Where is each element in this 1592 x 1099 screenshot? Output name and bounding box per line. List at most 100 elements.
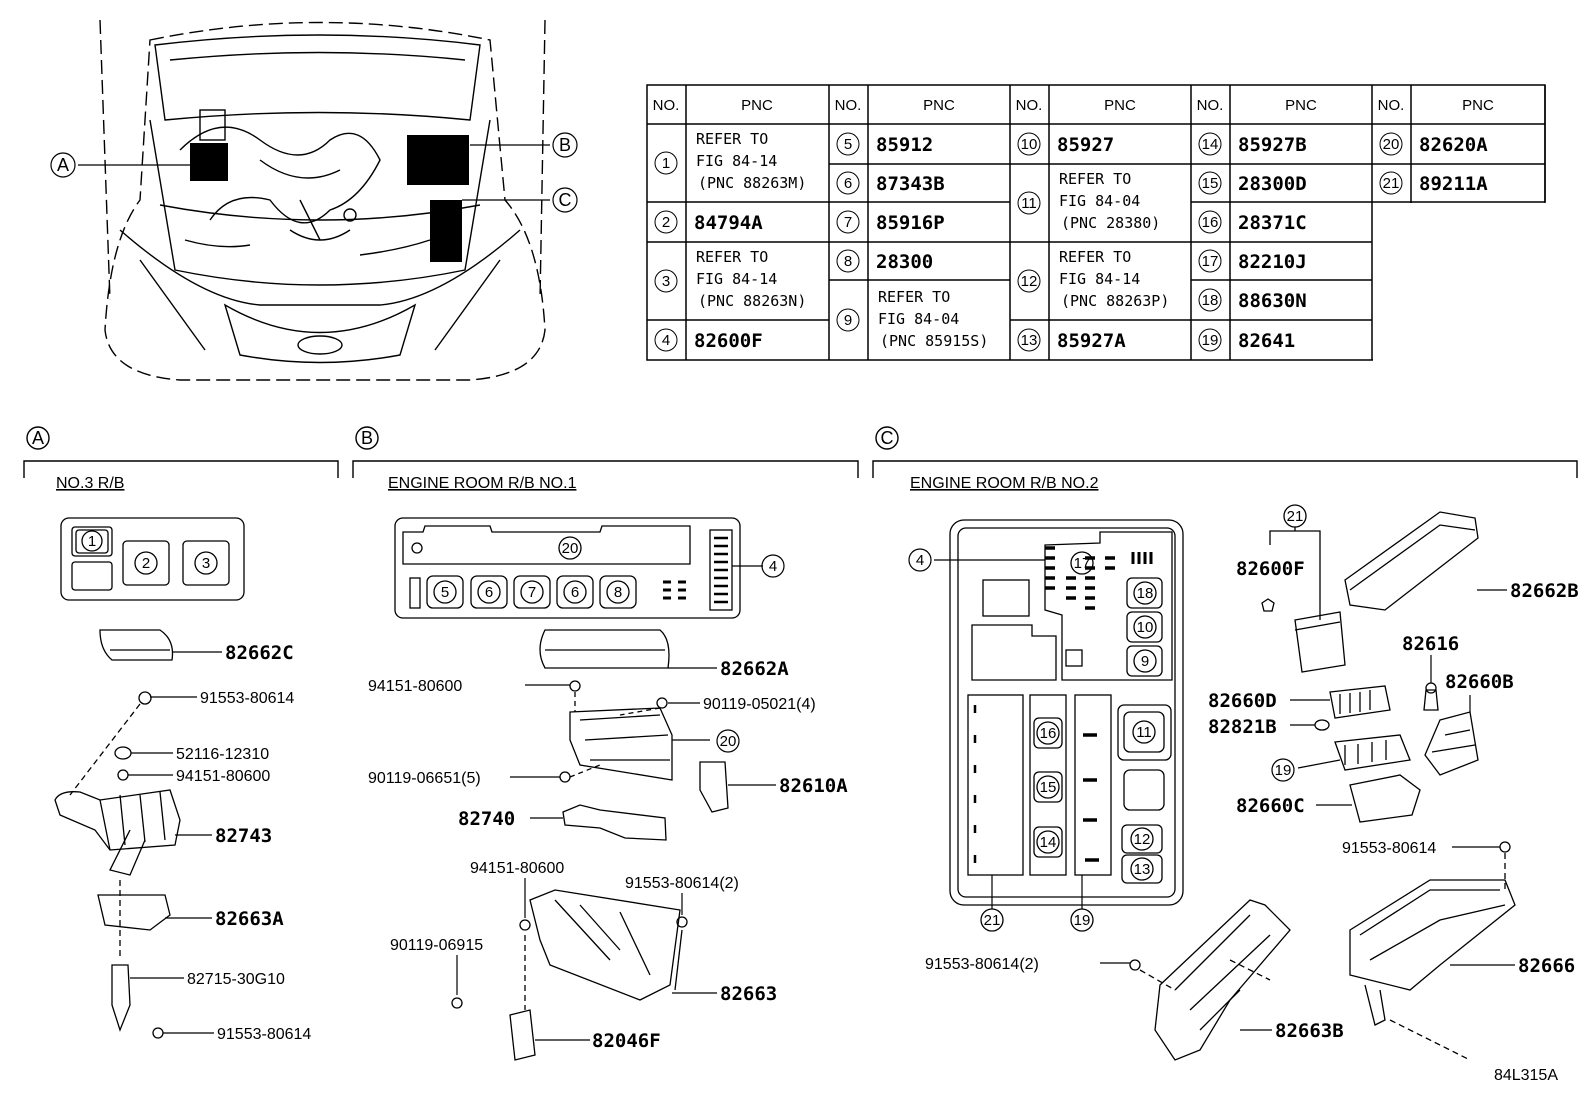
table-row: 5 85912 bbox=[836, 132, 933, 156]
svg-text:15: 15 bbox=[1202, 175, 1219, 192]
svg-text:NO.: NO. bbox=[1197, 97, 1224, 114]
svg-text:20: 20 bbox=[1383, 136, 1400, 153]
svg-text:11: 11 bbox=[1021, 195, 1037, 212]
svg-text:89211A: 89211A bbox=[1419, 173, 1488, 195]
table-row: 7 85916P bbox=[836, 210, 945, 234]
part-label: 94151-80600 bbox=[470, 860, 564, 877]
svg-text:28300D: 28300D bbox=[1238, 173, 1307, 195]
svg-text:17: 17 bbox=[1074, 555, 1091, 572]
table-row: 12 REFER TO FIG 84-14 (PNC 88263P) bbox=[1017, 248, 1169, 310]
section-c-title: ENGINE ROOM R/B NO.2 bbox=[910, 475, 1099, 492]
part-label: 82610A bbox=[779, 775, 848, 797]
svg-text:7: 7 bbox=[528, 584, 536, 601]
svg-text:(PNC 28380): (PNC 28380) bbox=[1061, 214, 1160, 232]
svg-text:9: 9 bbox=[844, 312, 852, 329]
svg-text:20: 20 bbox=[720, 733, 737, 750]
part-label: 94151-80600 bbox=[368, 678, 462, 695]
svg-text:FIG 84-04: FIG 84-04 bbox=[1059, 192, 1140, 210]
table-row: 4 82600F bbox=[654, 328, 763, 352]
section-a-box-nums: 1 2 3 bbox=[88, 533, 210, 572]
table-headers: NO. PNC NO. PNC NO. PNC NO. PNC NO. PNC bbox=[653, 97, 1494, 114]
part-label: 82743 bbox=[215, 825, 272, 847]
svg-text:3: 3 bbox=[202, 555, 210, 572]
svg-text:12: 12 bbox=[1134, 831, 1151, 848]
callout-c: C bbox=[559, 190, 572, 210]
svg-text:(PNC 88263N): (PNC 88263N) bbox=[698, 292, 806, 310]
svg-text:8: 8 bbox=[614, 584, 622, 601]
part-label: 91553-80614 bbox=[1342, 840, 1436, 857]
table-row: 1 REFER TO FIG 84-14 (PNC 88263M) bbox=[654, 130, 806, 192]
part-label: 82666 bbox=[1518, 955, 1575, 977]
svg-text:85916P: 85916P bbox=[876, 212, 945, 234]
svg-text:PNC: PNC bbox=[923, 97, 955, 114]
svg-text:(PNC 88263M): (PNC 88263M) bbox=[698, 174, 806, 192]
svg-text:16: 16 bbox=[1040, 725, 1057, 742]
table-row: 2 84794A bbox=[654, 210, 763, 234]
part-label: 94151-80600 bbox=[176, 768, 270, 785]
callout-b: B bbox=[559, 135, 571, 155]
svg-text:4: 4 bbox=[769, 558, 777, 575]
table-empty-area bbox=[1373, 203, 1547, 362]
svg-text:2: 2 bbox=[662, 214, 670, 231]
section-b-title: ENGINE ROOM R/B NO.1 bbox=[388, 475, 577, 492]
svg-text:11: 11 bbox=[1136, 724, 1152, 741]
svg-text:FIG 84-14: FIG 84-14 bbox=[1059, 270, 1140, 288]
part-label: 82600F bbox=[1236, 558, 1305, 580]
svg-text:6: 6 bbox=[571, 584, 579, 601]
svg-text:10: 10 bbox=[1137, 619, 1154, 636]
part-label: 82662B bbox=[1510, 580, 1579, 602]
svg-text:6: 6 bbox=[485, 584, 493, 601]
table-row: 17 82210J bbox=[1198, 249, 1307, 273]
svg-text:4: 4 bbox=[662, 332, 670, 349]
svg-text:NO.: NO. bbox=[1378, 97, 1405, 114]
svg-text:REFER TO: REFER TO bbox=[1059, 170, 1131, 188]
svg-text:13: 13 bbox=[1021, 332, 1038, 349]
section-c-letter: C bbox=[881, 428, 894, 448]
section-a-drawing bbox=[54, 517, 245, 1039]
svg-text:82600F: 82600F bbox=[694, 330, 763, 352]
svg-text:85912: 85912 bbox=[876, 134, 933, 156]
svg-text:9: 9 bbox=[1141, 653, 1149, 670]
svg-text:12: 12 bbox=[1021, 273, 1038, 290]
svg-text:1: 1 bbox=[662, 155, 670, 172]
part-label: 82663A bbox=[215, 908, 284, 930]
svg-text:21: 21 bbox=[1287, 508, 1304, 525]
table-row: 13 85927A bbox=[1017, 328, 1126, 352]
section-b-box-nums: 20 5 6 7 6 8 4 20 bbox=[441, 540, 777, 750]
callout-a: A bbox=[57, 155, 69, 175]
part-label: 82616 bbox=[1402, 633, 1459, 655]
section-c-leaders bbox=[934, 559, 1515, 1031]
table-row: 14 85927B bbox=[1198, 132, 1307, 156]
svg-text:85927A: 85927A bbox=[1057, 330, 1126, 352]
svg-text:5: 5 bbox=[441, 584, 449, 601]
svg-text:19: 19 bbox=[1202, 332, 1219, 349]
svg-text:84794A: 84794A bbox=[694, 212, 763, 234]
section-a-leaders bbox=[128, 651, 222, 1034]
part-label: 82660D bbox=[1208, 690, 1277, 712]
section-b-drawing bbox=[394, 517, 741, 1061]
part-label: 82662C bbox=[225, 642, 294, 664]
svg-text:REFER TO: REFER TO bbox=[696, 130, 768, 148]
part-label: 82660C bbox=[1236, 795, 1305, 817]
svg-text:82210J: 82210J bbox=[1238, 251, 1307, 273]
svg-text:85927B: 85927B bbox=[1238, 134, 1307, 156]
svg-text:FIG 84-14: FIG 84-14 bbox=[696, 152, 777, 170]
svg-text:21: 21 bbox=[1383, 175, 1400, 192]
section-brackets bbox=[23, 426, 1578, 478]
part-label: 91553-80614(2) bbox=[925, 956, 1039, 973]
svg-text:13: 13 bbox=[1134, 861, 1151, 878]
pnc-table-grid bbox=[646, 84, 1546, 361]
table-row: 11 REFER TO FIG 84-04 (PNC 28380) bbox=[1017, 170, 1160, 232]
svg-text:4: 4 bbox=[916, 552, 924, 569]
callout-circle bbox=[716, 729, 740, 753]
svg-text:82620A: 82620A bbox=[1419, 134, 1488, 156]
part-label: 52116-12310 bbox=[176, 746, 269, 763]
section-c-drawing bbox=[949, 504, 1516, 1061]
part-label: 90119-06651(5) bbox=[368, 770, 481, 787]
table-row: 19 82641 bbox=[1198, 328, 1295, 352]
svg-text:2: 2 bbox=[142, 555, 150, 572]
figure-id: 84L315A bbox=[1494, 1067, 1558, 1084]
part-label: 91553-80614(2) bbox=[625, 875, 739, 892]
svg-text:PNC: PNC bbox=[1462, 97, 1494, 114]
svg-text:14: 14 bbox=[1040, 834, 1057, 851]
